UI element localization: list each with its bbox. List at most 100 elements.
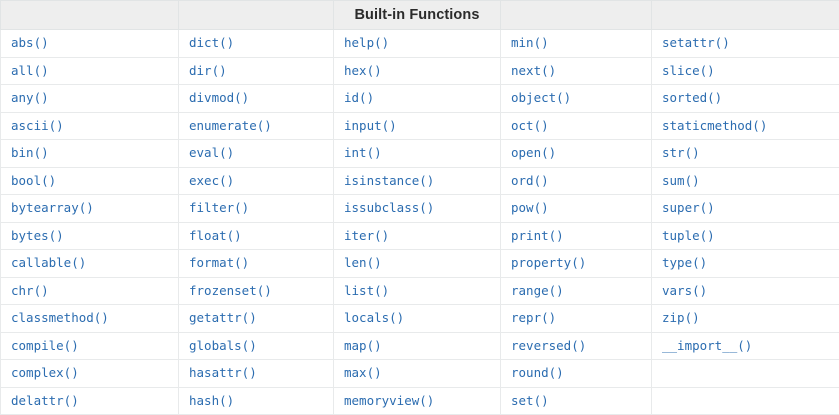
function-link[interactable]: sum()	[662, 172, 700, 188]
function-link[interactable]: hasattr()	[189, 365, 257, 381]
function-link[interactable]: isinstance()	[344, 172, 435, 188]
table-row: abs() dict() help() min() setattr()	[0, 29, 839, 58]
table-header: Built-in Functions	[0, 0, 839, 30]
function-link[interactable]: next()	[511, 62, 557, 78]
function-link[interactable]: input()	[344, 117, 397, 133]
table-cell: vars()	[651, 276, 839, 305]
function-link[interactable]: callable()	[11, 255, 87, 271]
table-cell: map()	[333, 331, 501, 360]
function-link[interactable]: open()	[511, 145, 557, 161]
function-link[interactable]: globals()	[189, 337, 257, 353]
function-link[interactable]: hash()	[189, 392, 235, 408]
table-cell: staticmethod()	[651, 111, 839, 140]
function-link[interactable]: type()	[662, 255, 708, 271]
function-link[interactable]: super()	[662, 200, 715, 216]
function-link[interactable]: eval()	[189, 145, 235, 161]
function-link[interactable]: frozenset()	[189, 282, 272, 298]
table-header-cell-2	[178, 0, 334, 30]
function-link[interactable]: compile()	[11, 337, 79, 353]
function-link[interactable]: abs()	[11, 35, 49, 51]
table-row: classmethod() getattr() locals() repr() zip(…	[0, 304, 839, 333]
function-link[interactable]: reversed()	[511, 337, 587, 353]
function-link[interactable]: ord()	[511, 172, 549, 188]
table-cell: sorted()	[651, 84, 839, 113]
table-cell: complex()	[0, 359, 179, 388]
function-link[interactable]: ascii()	[11, 117, 64, 133]
function-link[interactable]: float()	[189, 227, 242, 243]
table-cell: globals()	[178, 331, 334, 360]
table-title: Built-in Functions	[333, 0, 501, 30]
table-row: compile() globals() map() reversed() __impor…	[0, 331, 839, 360]
table-cell: hasattr()	[178, 359, 334, 388]
function-link[interactable]: repr()	[511, 310, 557, 326]
table-row: bin() eval() int() open() str()	[0, 139, 839, 168]
table-cell: all()	[0, 56, 179, 85]
function-link[interactable]: max()	[344, 365, 382, 381]
table-cell: input()	[333, 111, 501, 140]
function-link[interactable]: bytes()	[11, 227, 64, 243]
function-link[interactable]: map()	[344, 337, 382, 353]
table-cell: bool()	[0, 166, 179, 195]
function-link[interactable]: complex()	[11, 365, 79, 381]
function-link[interactable]: issubclass()	[344, 200, 435, 216]
function-link[interactable]: any()	[11, 90, 49, 106]
function-link[interactable]: tuple()	[662, 227, 715, 243]
function-link[interactable]: bytearray()	[11, 200, 94, 216]
table-cell: locals()	[333, 304, 501, 333]
function-link[interactable]: memoryview()	[344, 392, 435, 408]
table-cell: str()	[651, 139, 839, 168]
table-cell: repr()	[500, 304, 652, 333]
table-cell: abs()	[0, 29, 179, 58]
function-link[interactable]: len()	[344, 255, 382, 271]
function-link[interactable]: enumerate()	[189, 117, 272, 133]
function-link[interactable]: locals()	[344, 310, 405, 326]
function-link[interactable]: dict()	[189, 35, 235, 51]
function-link[interactable]: __import__()	[662, 337, 753, 353]
function-link[interactable]: pow()	[511, 200, 549, 216]
function-link[interactable]: min()	[511, 35, 549, 51]
function-link[interactable]: round()	[511, 365, 564, 381]
function-link[interactable]: iter()	[344, 227, 390, 243]
table-cell	[651, 359, 839, 388]
function-link[interactable]: object()	[511, 90, 572, 106]
function-link[interactable]: getattr()	[189, 310, 257, 326]
function-link[interactable]: zip()	[662, 310, 700, 326]
function-link[interactable]: set()	[511, 392, 549, 408]
table-cell: exec()	[178, 166, 334, 195]
function-link[interactable]: str()	[662, 145, 700, 161]
table-cell: ascii()	[0, 111, 179, 140]
table-row: bytearray() filter() issubclass() pow() supe…	[0, 194, 839, 223]
table-cell: pow()	[500, 194, 652, 223]
function-link[interactable]: bool()	[11, 172, 57, 188]
function-link[interactable]: divmod()	[189, 90, 250, 106]
function-link[interactable]: vars()	[662, 282, 708, 298]
function-link[interactable]: slice()	[662, 62, 715, 78]
function-link[interactable]: int()	[344, 145, 382, 161]
function-link[interactable]: delattr()	[11, 392, 79, 408]
function-link[interactable]: sorted()	[662, 90, 723, 106]
function-link[interactable]: chr()	[11, 282, 49, 298]
table-cell: len()	[333, 249, 501, 278]
function-link[interactable]: dir()	[189, 62, 227, 78]
function-link[interactable]: classmethod()	[11, 310, 109, 326]
function-link[interactable]: help()	[344, 35, 390, 51]
table-cell: oct()	[500, 111, 652, 140]
function-link[interactable]: oct()	[511, 117, 549, 133]
function-link[interactable]: bin()	[11, 145, 49, 161]
function-link[interactable]: all()	[11, 62, 49, 78]
function-link[interactable]: range()	[511, 282, 564, 298]
table-cell: next()	[500, 56, 652, 85]
table-cell: property()	[500, 249, 652, 278]
table-cell: callable()	[0, 249, 179, 278]
function-link[interactable]: format()	[189, 255, 250, 271]
function-link[interactable]: filter()	[189, 200, 250, 216]
function-link[interactable]: property()	[511, 255, 587, 271]
table-cell: dict()	[178, 29, 334, 58]
function-link[interactable]: list()	[344, 282, 390, 298]
function-link[interactable]: print()	[511, 227, 564, 243]
function-link[interactable]: staticmethod()	[662, 117, 768, 133]
function-link[interactable]: exec()	[189, 172, 235, 188]
function-link[interactable]: hex()	[344, 62, 382, 78]
function-link[interactable]: setattr()	[662, 35, 730, 51]
function-link[interactable]: id()	[344, 90, 375, 106]
